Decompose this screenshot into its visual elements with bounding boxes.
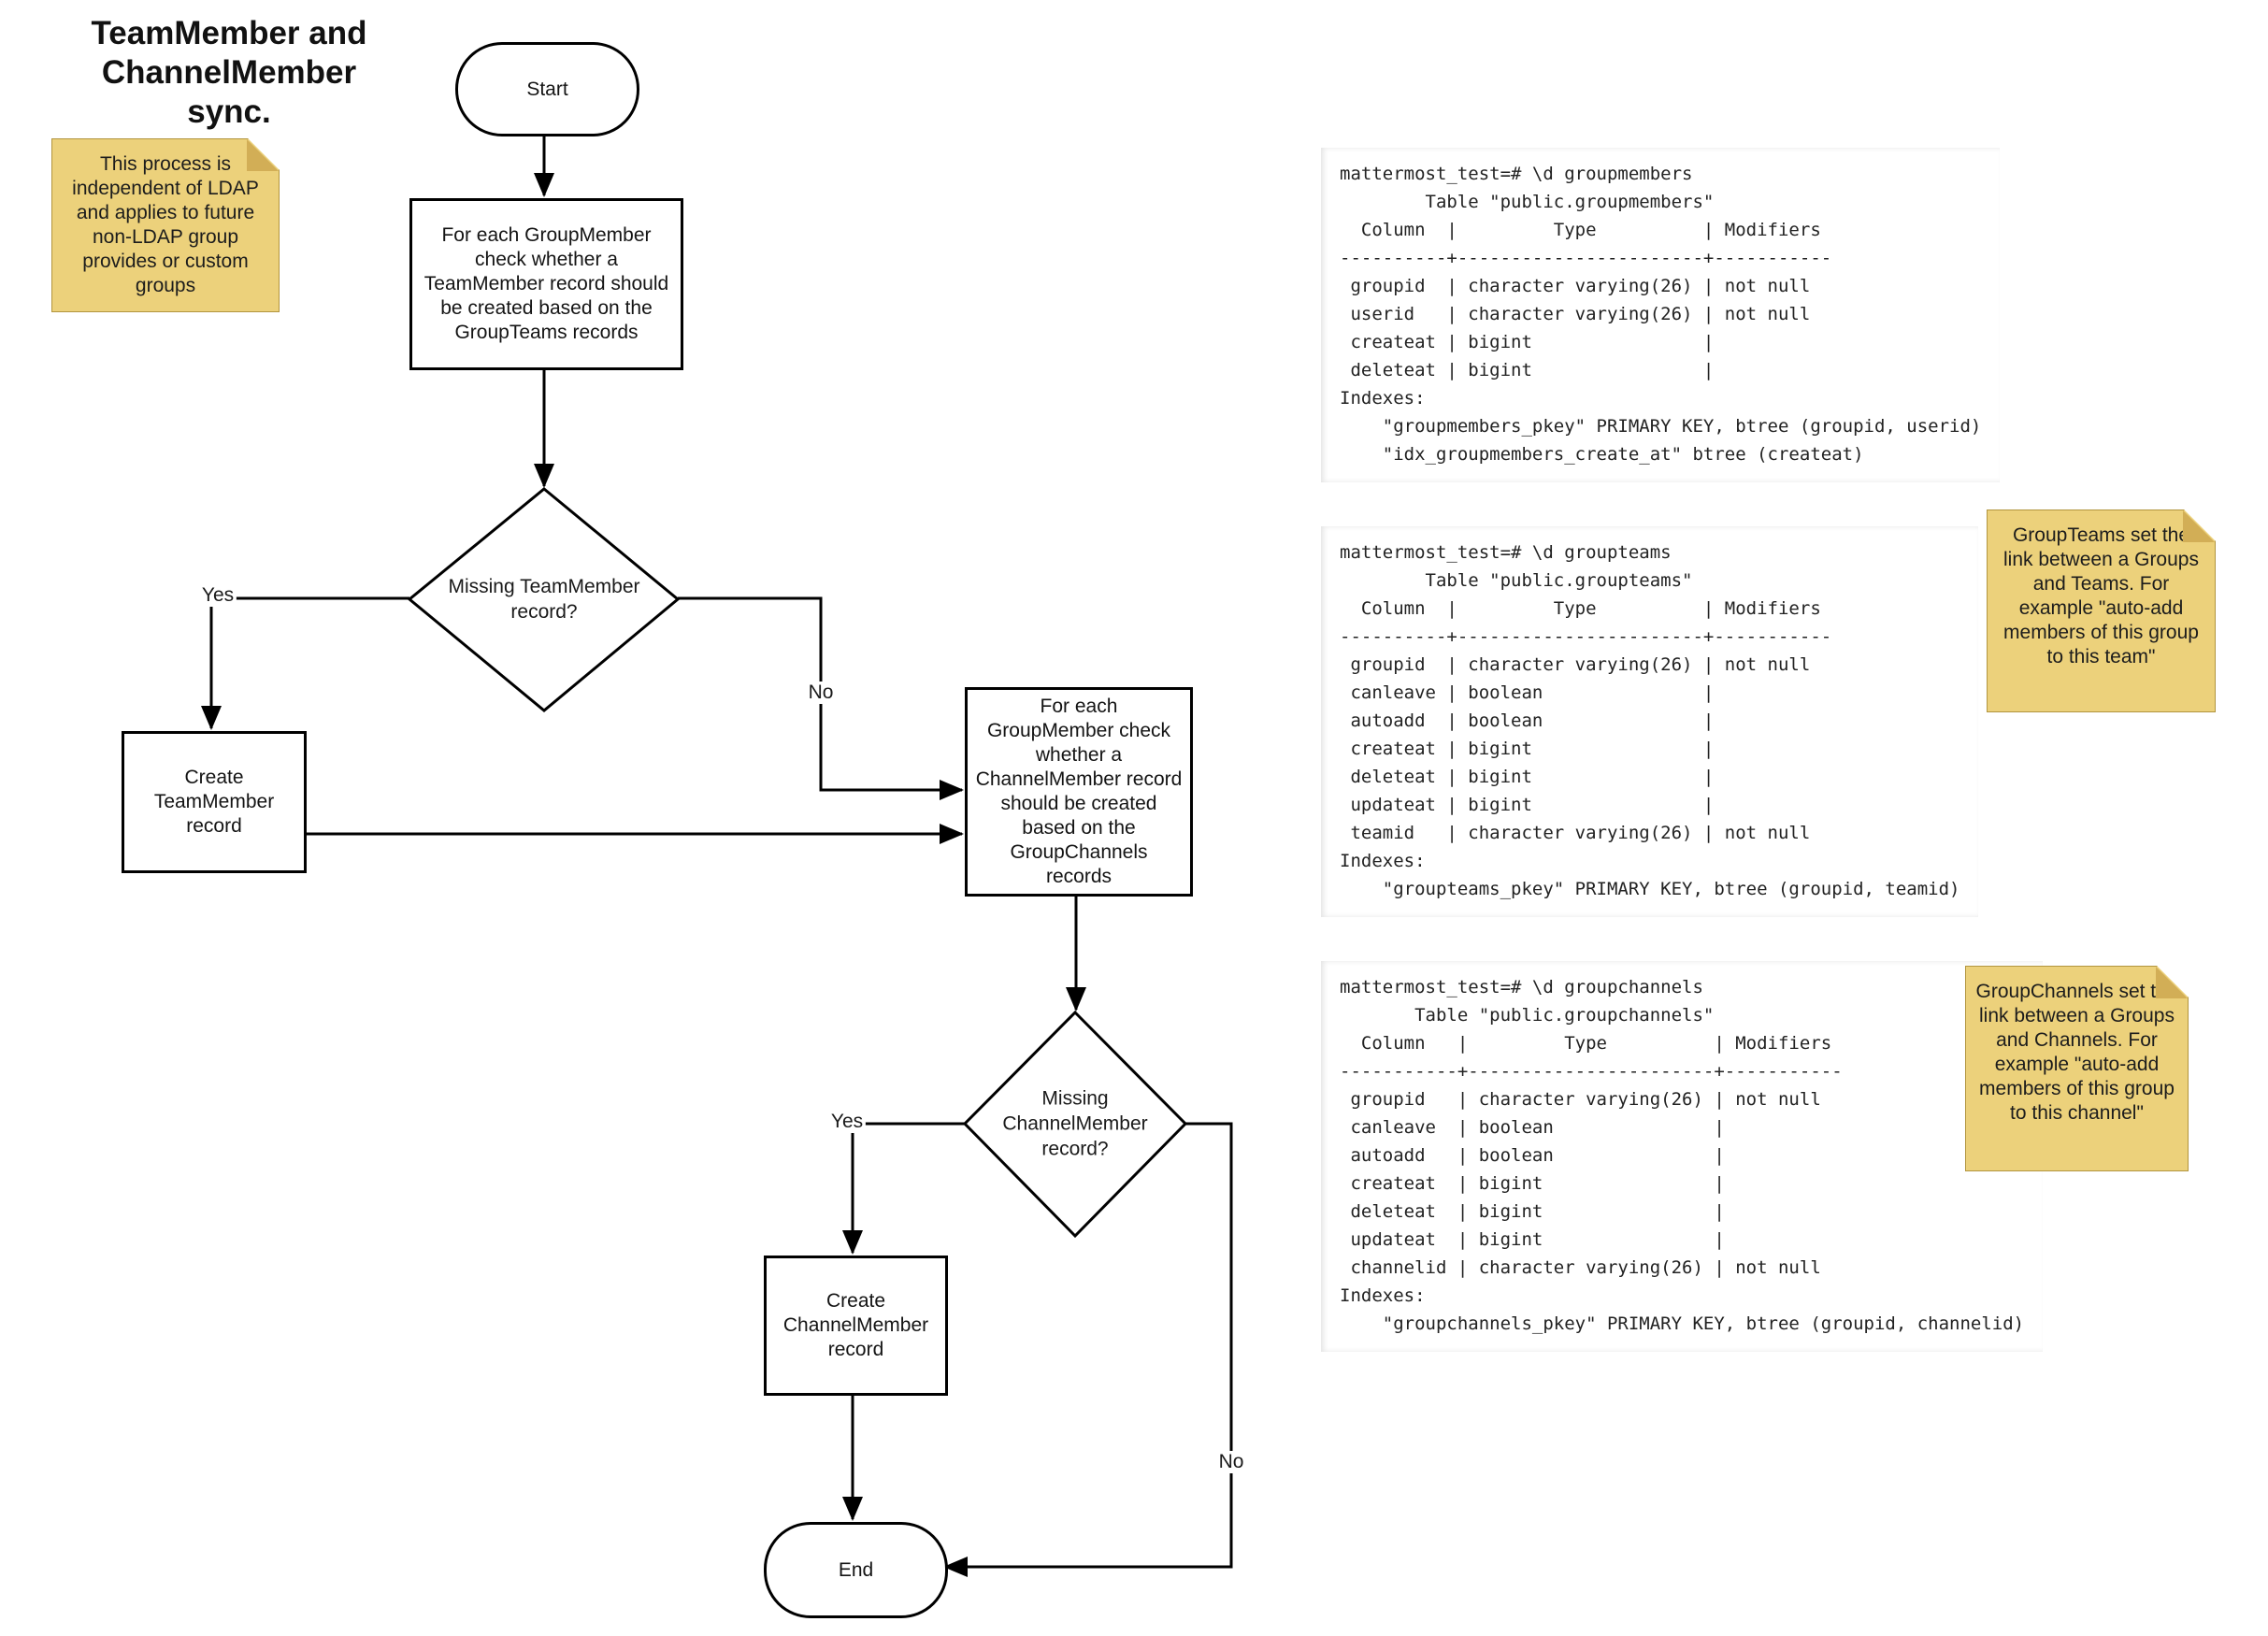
decision1-diamond	[407, 487, 681, 712]
sticky-note-groupteams: GroupTeams set the link between a Groups…	[1987, 509, 2216, 712]
sticky-note-ldap-text: This process is independent of LDAP and …	[72, 153, 259, 296]
sticky-note-ldap: This process is independent of LDAP and …	[51, 138, 280, 312]
edge-decision2-no	[943, 1122, 1233, 1577]
start-node: Start	[455, 42, 639, 136]
create-channelmember-node: Create ChannelMember record	[764, 1256, 948, 1396]
page-title: TeamMember and ChannelMember sync.	[91, 15, 367, 130]
edge-label-yes2: Yes	[827, 1111, 867, 1133]
decision1-label: Missing TeamMember record?	[448, 576, 640, 623]
end-node: End	[764, 1522, 948, 1618]
sticky-note-groupchannels-text: GroupChannels set the link between a Gro…	[1975, 981, 2175, 1124]
edge-decision1-yes	[201, 596, 409, 730]
process2-node: For each GroupMember check whether a Cha…	[965, 687, 1193, 897]
decision2-diamond	[962, 1010, 1188, 1239]
psql-groupchannels-output: mattermost_test=# \d groupchannels Table…	[1321, 961, 2043, 1352]
psql-groupmembers-output: mattermost_test=# \d groupmembers Table …	[1321, 148, 2000, 482]
sticky-note-groupchannels: GroupChannels set the link between a Gro…	[1965, 966, 2189, 1171]
edge-label-no2: No	[1215, 1451, 1247, 1473]
decision2-label: Missing ChannelMember record?	[1002, 1087, 1148, 1160]
edge-label-yes1: Yes	[198, 584, 237, 607]
create-teammember-node: Create TeamMember record	[122, 731, 307, 873]
edge-label-no1: No	[805, 682, 837, 704]
edge-decision2-yes	[842, 1122, 965, 1255]
psql-groupteams-output: mattermost_test=# \d groupteams Table "p…	[1321, 526, 1978, 917]
sticky-note-groupteams-text: GroupTeams set the link between a Groups…	[2003, 524, 2199, 667]
process1-node: For each GroupMember check whether a Tea…	[409, 198, 683, 370]
